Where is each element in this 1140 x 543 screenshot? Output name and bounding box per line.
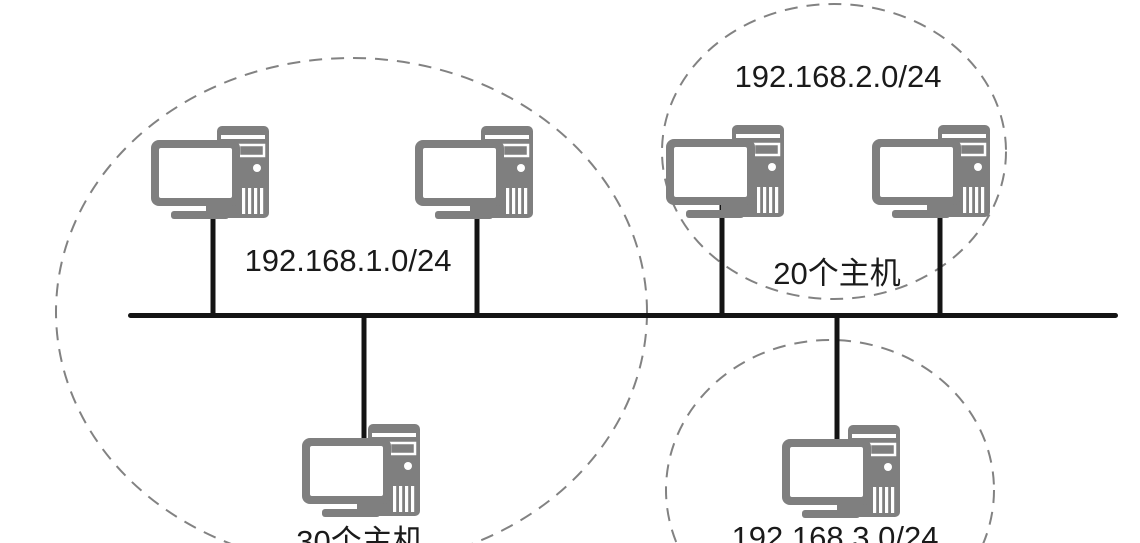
computer-icon — [782, 425, 900, 519]
computer-icon — [666, 125, 784, 219]
computer-icon — [151, 126, 269, 220]
connector-line-6 — [834, 315, 840, 443]
subnet-3-boundary — [665, 339, 995, 543]
bus-line — [128, 313, 1118, 318]
connector-line-2 — [474, 195, 480, 318]
subnet-1-boundary — [55, 57, 648, 543]
computer-icon — [415, 126, 533, 220]
connector-line-5 — [937, 195, 943, 318]
connector-line-4 — [719, 195, 725, 318]
subnet-2-cidr-label: 192.168.2.0/24 — [734, 59, 942, 94]
subnet-1-cidr-label: 192.168.1.0/24 — [244, 243, 452, 278]
connector-line-3 — [361, 315, 367, 443]
subnet-2-boundary — [661, 3, 1007, 300]
computer-icon — [872, 125, 990, 219]
subnet-3-cidr-label: 192.168.3.0/24 — [731, 520, 939, 543]
subnet-1-hosts-label: 30个主机 — [296, 524, 424, 543]
connector-line-1 — [210, 195, 216, 318]
subnet-2-hosts-label: 20个主机 — [773, 256, 901, 291]
computer-icon — [302, 424, 420, 518]
